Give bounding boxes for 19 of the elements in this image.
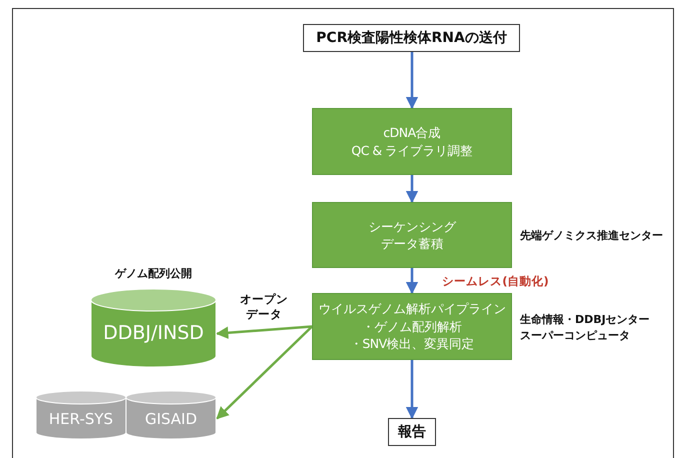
edge-label: オープンデータ [240,292,288,322]
process-box: PCR検査陽性検体RNAの送付 [303,24,520,52]
process-box: 報告 [388,418,436,446]
annotation: スーパーコンピュータ [520,328,630,344]
arrow [216,326,313,420]
arrow [406,268,418,294]
database-label: DDBJ/INSD [102,322,205,344]
annotation: 先端ゲノミクス推進センター [520,228,663,244]
process-box: cDNA合成 QC & ライブラリ調整 [312,108,512,175]
process-box: ウイルスゲノム解析パイプライン ・ゲノム配列解析 ・SNV検出、変異同定 [312,293,512,360]
database-label: GISAID [144,410,198,428]
heading: ゲノム配列公開 [114,266,193,281]
arrow [406,52,418,110]
process-box: シーケンシング データ蓄積 [312,202,512,268]
arrow [406,175,418,204]
annotation: 生命情報・DDBJセンター [520,312,650,328]
arrow [216,325,312,339]
database-label: HER-SYS [48,410,114,428]
arrow [406,360,418,420]
